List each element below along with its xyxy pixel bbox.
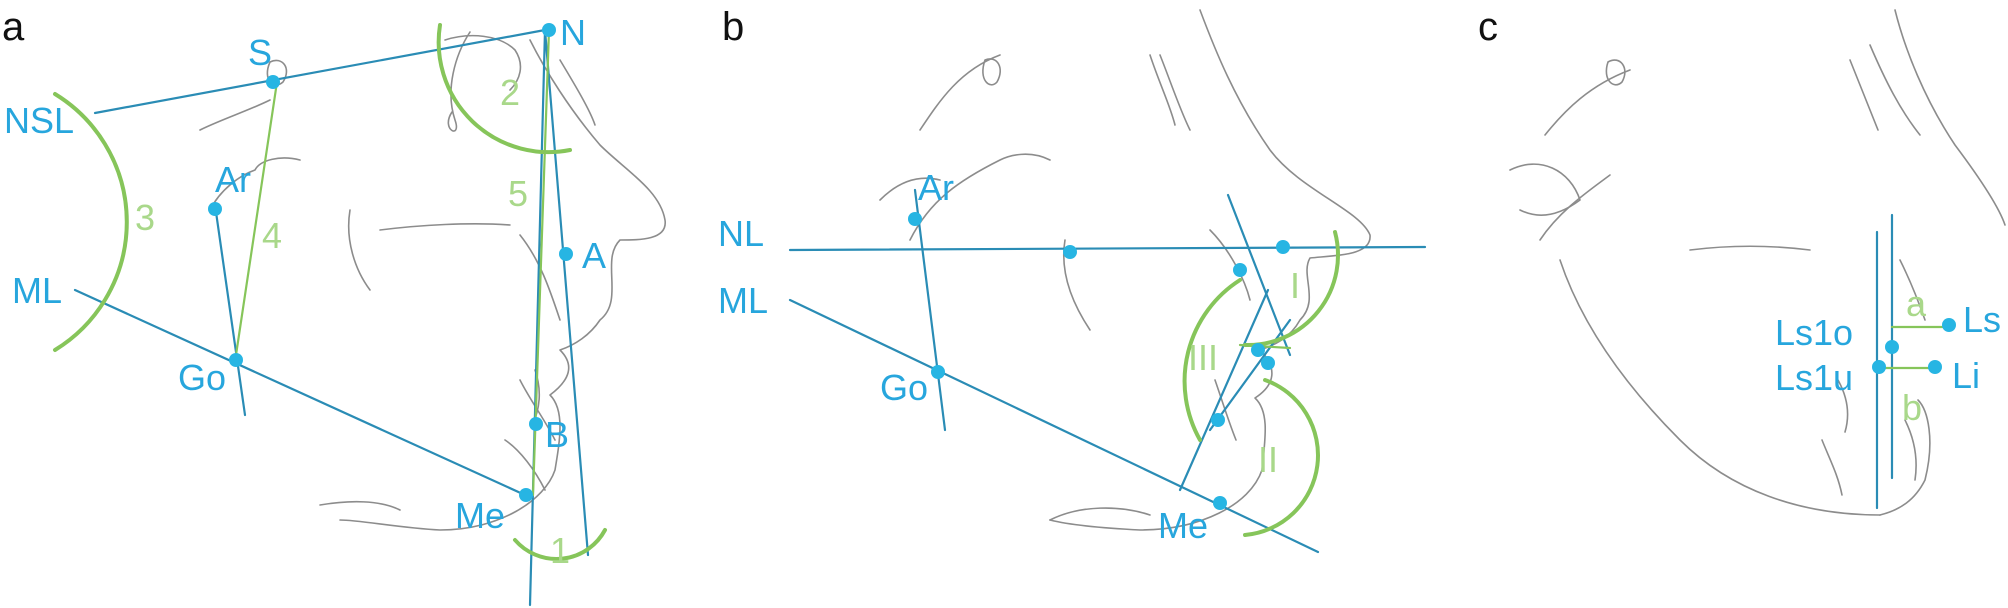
label-ml: ML bbox=[12, 270, 62, 311]
angle-3: 3 bbox=[135, 197, 155, 238]
panel-a-letter: a bbox=[2, 5, 25, 49]
panel-b-landmarks bbox=[908, 212, 1290, 510]
label-a: A bbox=[582, 235, 606, 276]
angle-III: III bbox=[1188, 337, 1218, 378]
label-ml: ML bbox=[718, 280, 768, 321]
label-li: Li bbox=[1952, 355, 1980, 396]
panel-b-angle-arcs bbox=[1182, 230, 1340, 537]
distance-b: b bbox=[1902, 387, 1922, 428]
panel-b-labels: Ar NL ML Go Me I II III bbox=[718, 167, 1300, 546]
angle-I: I bbox=[1290, 265, 1300, 306]
angle-2: 2 bbox=[500, 72, 520, 113]
label-b: B bbox=[545, 414, 569, 455]
label-go: Go bbox=[178, 357, 226, 398]
panel-a-labels: N S NSL Ar ML Go A B Me 1 2 3 4 5 bbox=[4, 12, 606, 571]
panel-a-landmarks bbox=[208, 23, 573, 502]
angle-5: 5 bbox=[508, 173, 528, 214]
label-go: Go bbox=[880, 367, 928, 408]
panel-a-angle-arcs bbox=[53, 23, 607, 561]
panel-c: c bbox=[1478, 5, 2006, 516]
label-ls: Ls bbox=[1963, 299, 2001, 340]
label-me: Me bbox=[1158, 505, 1208, 546]
label-nl: NL bbox=[718, 213, 764, 254]
panel-c-skull-tracing bbox=[1509, 9, 2006, 516]
angle-4: 4 bbox=[262, 215, 282, 256]
panel-a: a bbox=[2, 5, 666, 607]
label-n: N bbox=[560, 12, 586, 53]
label-ls1o: Ls1o bbox=[1775, 312, 1853, 353]
panel-a-skull-tracing bbox=[199, 31, 666, 531]
label-ar: Ar bbox=[215, 159, 251, 200]
panel-a-reference-lines bbox=[73, 28, 590, 607]
panel-b-reference-lines bbox=[788, 188, 1427, 554]
angle-1: 1 bbox=[550, 530, 570, 571]
label-s: S bbox=[248, 32, 272, 73]
label-ar: Ar bbox=[918, 167, 954, 208]
panel-c-letter: c bbox=[1478, 5, 1498, 49]
panel-c-landmarks bbox=[1872, 318, 1956, 374]
label-ls1u: Ls1u bbox=[1775, 357, 1853, 398]
panel-c-labels: Ls1o Ls1u Ls Li a b bbox=[1775, 283, 2001, 428]
panel-b: b bbox=[718, 5, 1427, 554]
label-nsl: NSL bbox=[4, 100, 74, 141]
label-me: Me bbox=[455, 495, 505, 536]
panel-b-letter: b bbox=[722, 5, 744, 49]
distance-a: a bbox=[1906, 283, 1927, 324]
angle-II: II bbox=[1258, 439, 1278, 480]
